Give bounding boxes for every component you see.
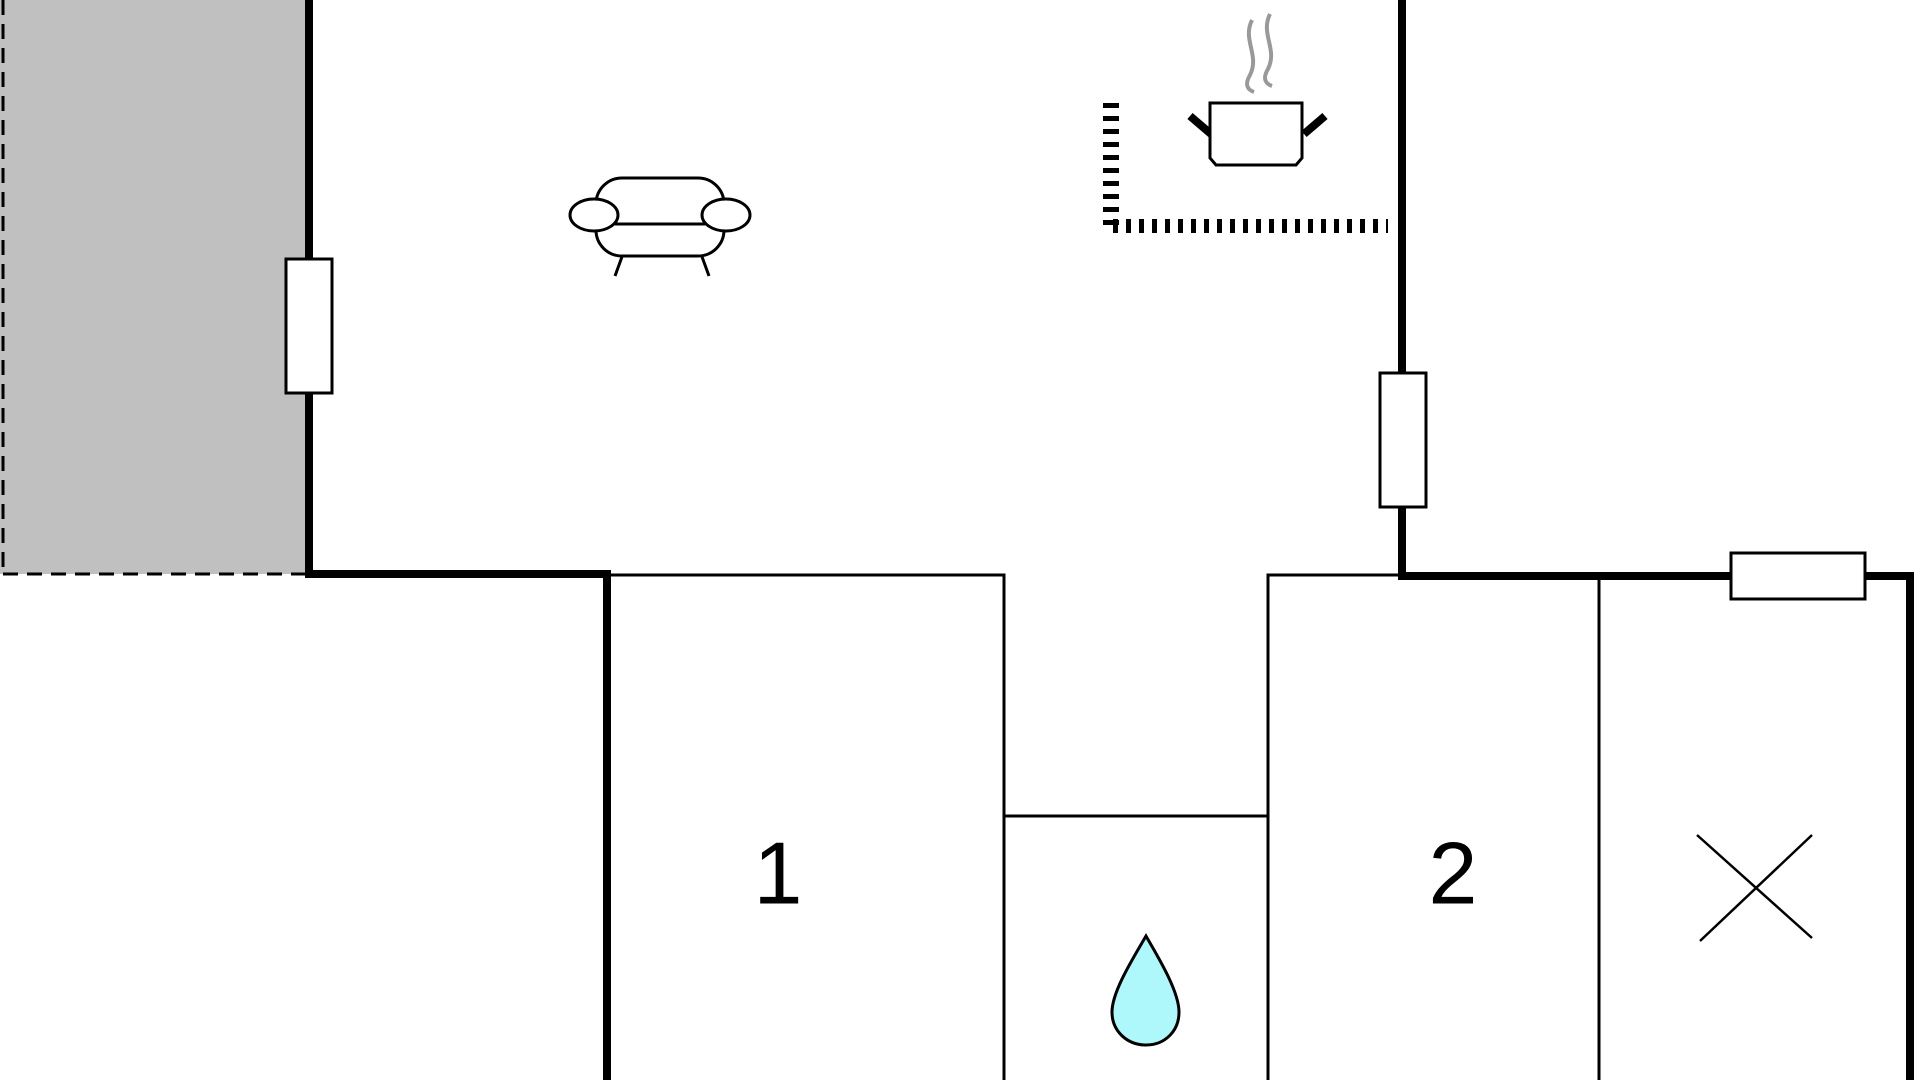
sofa-icon xyxy=(568,176,752,277)
water-drop-icon xyxy=(1110,933,1181,1047)
interior-walls xyxy=(607,573,1601,1080)
room-2-label: 2 xyxy=(1429,823,1478,922)
cooking-pot-icon xyxy=(1187,13,1328,167)
terrace-dashed-border xyxy=(1,0,307,576)
exterior-walls xyxy=(305,0,1914,1080)
window-south xyxy=(1729,551,1867,601)
cross-icon xyxy=(1696,834,1813,942)
window-west xyxy=(284,257,334,395)
terrace-area xyxy=(0,0,307,574)
room-1-label: 1 xyxy=(754,823,803,922)
window-east xyxy=(1378,371,1428,509)
